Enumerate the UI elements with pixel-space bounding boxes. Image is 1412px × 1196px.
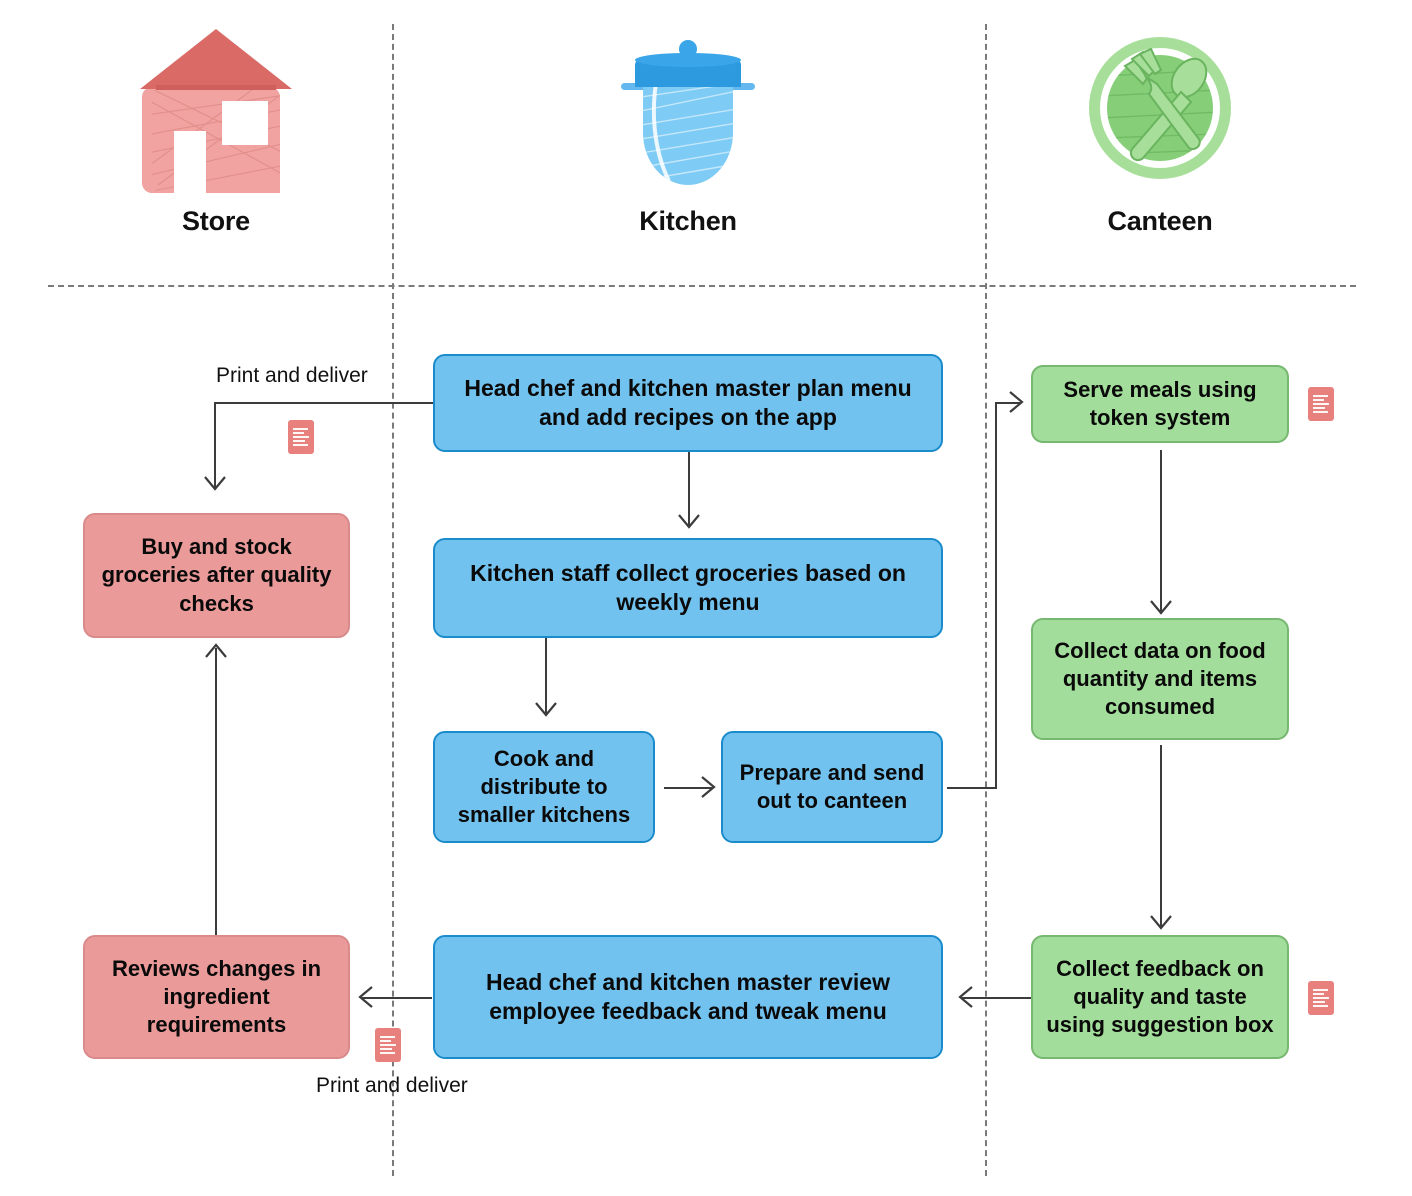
node-buy-stock[interactable]: Buy and stock groceries after quality ch… [83, 513, 350, 638]
edge-label-print-deliver-bottom: Print and deliver [316, 1074, 468, 1097]
connector-prepare-to-serve-h1 [947, 787, 996, 789]
plate-fork-spoon-icon [1044, 20, 1276, 200]
node-collect-data[interactable]: Collect data on food quantity and items … [1031, 618, 1289, 740]
connector-feedback-to-review [962, 997, 1032, 999]
node-cook-distribute-label: Cook and distribute to smaller kitchens [457, 745, 631, 828]
node-plan-menu-label: Head chef and kitchen master plan menu a… [464, 374, 912, 430]
node-serve-meals-label: Serve meals using token system [1063, 376, 1257, 430]
connector-plan-to-buy-vertical [214, 402, 216, 488]
node-prepare-send[interactable]: Prepare and send out to canteen [721, 731, 943, 843]
connector-data-to-feedback [1160, 745, 1162, 927]
connector-serve-to-data [1160, 450, 1162, 612]
print-document-icon-top [288, 420, 314, 454]
connector-cook-to-prepare [664, 787, 712, 789]
node-review-changes[interactable]: Reviews changes in ingredient requiremen… [83, 935, 350, 1059]
print-document-icon-serve-meals [1308, 387, 1334, 421]
node-collect-data-label: Collect data on food quantity and items … [1054, 637, 1266, 720]
store-house-icon [100, 20, 332, 200]
lane-header-store: Store [100, 20, 332, 237]
lane-header-canteen: Canteen [1044, 20, 1276, 237]
print-document-icon-feedback [1308, 981, 1334, 1015]
connector-prepare-to-serve-vertical [995, 402, 997, 789]
lane-divider-store-kitchen [392, 24, 394, 1176]
lane-title-store: Store [181, 206, 251, 236]
node-buy-stock-label: Buy and stock groceries after quality ch… [101, 534, 332, 616]
node-review-changes-label: Reviews changes in ingredient requiremen… [111, 955, 322, 1038]
connector-changes-to-buy [215, 648, 217, 940]
connector-prepare-to-serve-h2 [995, 402, 1020, 404]
node-prepare-send-label: Prepare and send out to canteen [739, 759, 925, 813]
connector-plan-to-collect [688, 452, 690, 526]
print-document-icon-bottom [375, 1028, 401, 1062]
node-plan-menu[interactable]: Head chef and kitchen master plan menu a… [433, 354, 943, 452]
lane-title-canteen: Canteen [1107, 206, 1213, 236]
node-serve-meals[interactable]: Serve meals using token system [1031, 365, 1289, 443]
cooking-pot-icon [572, 20, 804, 200]
node-review-feedback-label: Head chef and kitchen master review empl… [486, 968, 890, 1024]
lane-title-kitchen: Kitchen [639, 206, 737, 236]
edge-label-print-deliver-top: Print and deliver [216, 364, 368, 387]
lane-divider-kitchen-canteen [985, 24, 987, 1176]
node-review-feedback[interactable]: Head chef and kitchen master review empl… [433, 935, 943, 1059]
node-collect-groceries[interactable]: Kitchen staff collect groceries based on… [433, 538, 943, 638]
connector-collect-to-cook [545, 638, 547, 714]
connector-plan-to-buy-horizontal [214, 402, 434, 404]
connector-review-to-changes [362, 997, 432, 999]
lane-header-kitchen: Kitchen [572, 20, 804, 237]
node-collect-feedback-label: Collect feedback on quality and taste us… [1046, 955, 1274, 1038]
lane-header-divider [48, 285, 1356, 287]
node-collect-feedback[interactable]: Collect feedback on quality and taste us… [1031, 935, 1289, 1059]
node-cook-distribute[interactable]: Cook and distribute to smaller kitchens [433, 731, 655, 843]
node-collect-groceries-label: Kitchen staff collect groceries based on… [470, 559, 906, 615]
